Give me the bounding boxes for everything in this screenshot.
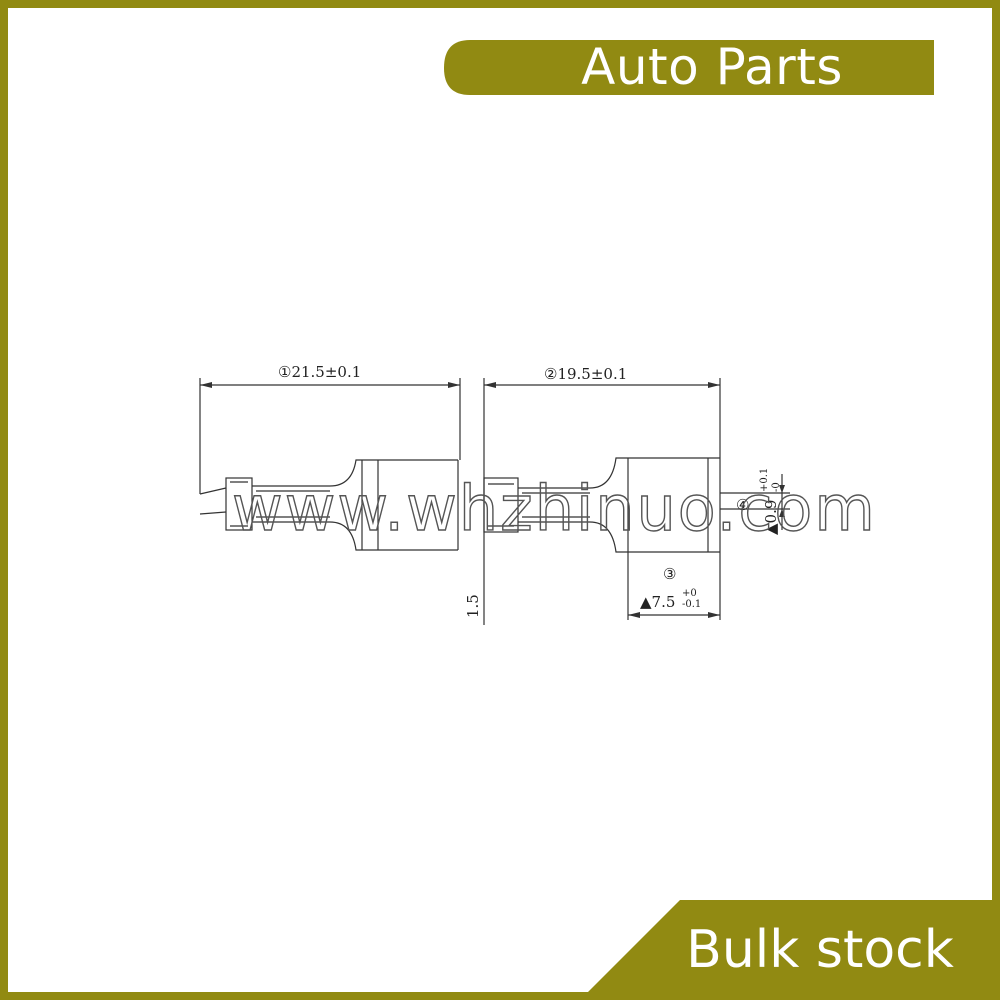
dimension-label-2: ②19.5±0.1 bbox=[544, 365, 627, 383]
footer-label: Bulk stock bbox=[686, 920, 954, 980]
dimension-arrows bbox=[200, 382, 785, 618]
thickness-label: 1.5 bbox=[464, 594, 482, 618]
watermark: www.whzhinuo.com bbox=[232, 472, 877, 545]
bottom-banner bbox=[580, 900, 1000, 1000]
dimension-tolerance-4-upper: +0.1 bbox=[759, 468, 770, 492]
dimension-marker-3: ③ bbox=[663, 565, 676, 583]
dimension-label-4: ▲0.9 bbox=[762, 500, 780, 535]
top-banner bbox=[444, 40, 934, 95]
dimension-marker-4: ④ bbox=[736, 496, 749, 514]
dimension-label-3: ▲7.5 bbox=[640, 593, 675, 611]
dimension-tolerance-3-lower: -0.1 bbox=[682, 599, 701, 610]
dimension-label-1: ①21.5±0.1 bbox=[278, 363, 361, 381]
header-title: Auto Parts bbox=[581, 38, 843, 96]
dimension-tolerance-3-upper: +0 bbox=[682, 588, 697, 599]
terminal-outline bbox=[199, 378, 790, 625]
dimension-tolerance-4-lower: -0 bbox=[771, 482, 782, 492]
